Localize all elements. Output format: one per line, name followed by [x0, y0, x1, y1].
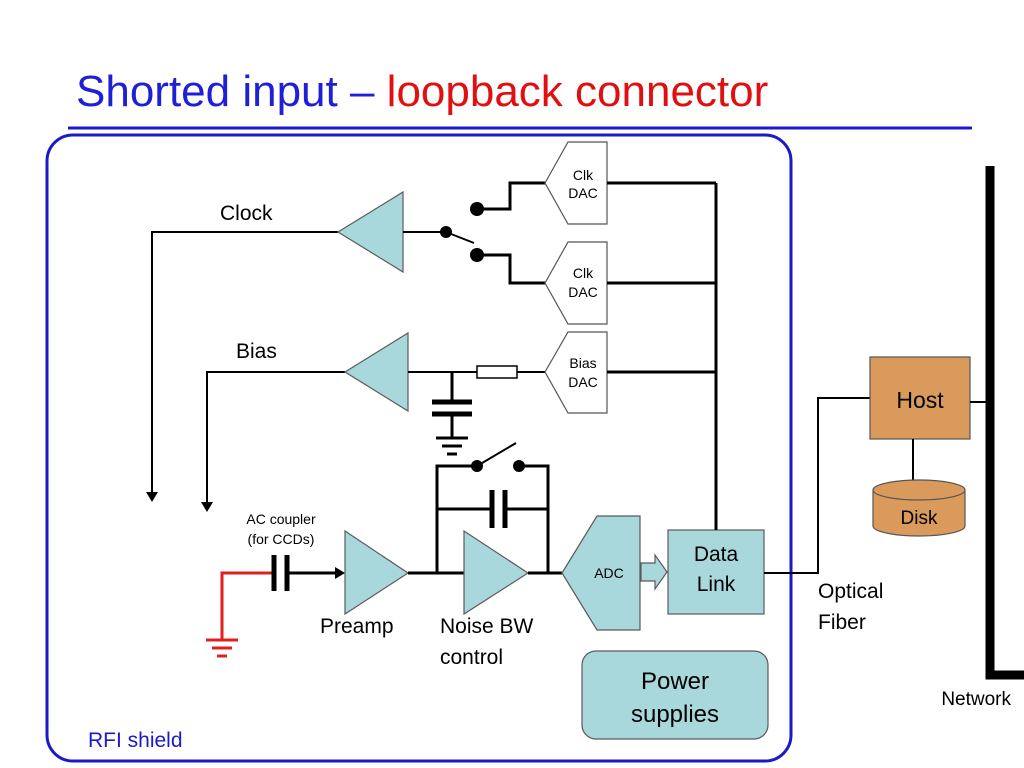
feedback-right-wire: [519, 464, 550, 573]
adc-block: [561, 515, 641, 631]
clock-switch-blade: [445, 231, 475, 244]
power-supplies-block: [581, 650, 769, 740]
data-link-line2: Link: [697, 573, 736, 596]
host-label: Host: [896, 387, 944, 413]
bias-label: Bias: [236, 340, 277, 363]
network-backbone: [985, 166, 1024, 680]
preamp-input-arrow: [335, 567, 345, 579]
clk-dac-2-wire: [477, 253, 545, 285]
adc-label: ADC: [594, 565, 624, 581]
optical-fiber-label-1: Optical: [818, 580, 883, 603]
host-block: [869, 356, 971, 440]
clock-label: Clock: [220, 202, 273, 225]
input-red-wire: [220, 571, 272, 640]
clk-dac-2-line2: DAC: [568, 284, 598, 300]
preamp-amp: [344, 529, 410, 616]
feedback-switch-blade: [476, 442, 517, 467]
preamp-label: Preamp: [320, 615, 394, 638]
clock-driver-amp: [336, 190, 404, 274]
data-link-block: [667, 529, 765, 615]
bias-dac: [544, 331, 608, 414]
page-title: Shorted input – loopback connector: [76, 67, 768, 116]
disk-top: [872, 479, 966, 501]
rfi-shield-outline: [45, 133, 793, 763]
noise-bw-label-2: control: [440, 646, 503, 669]
clk-dac-2: [544, 241, 608, 325]
bias-dac-line2: DAC: [568, 374, 598, 390]
clock-line: [151, 231, 338, 496]
network-label: Network: [941, 689, 1011, 710]
ac-coupler-label-1: AC coupler: [246, 511, 316, 527]
bias-dac-line1: Bias: [569, 355, 596, 371]
bias-resistor: [476, 365, 518, 379]
title-part-red: loopback connector: [387, 67, 769, 116]
rfi-shield-label: RFI shield: [88, 729, 183, 752]
clk-dac-1-wire: [477, 181, 545, 211]
disk-label: Disk: [901, 508, 938, 529]
clk-dac-1: [544, 141, 608, 225]
noise-bw-label-1: Noise BW: [440, 615, 534, 638]
data-link-line1: Data: [694, 543, 739, 566]
clk-dac-1-line2: DAC: [568, 185, 598, 201]
clock-arrow: [146, 492, 158, 502]
bias-arrow: [201, 502, 213, 512]
clk-dac-2-line1: Clk: [573, 265, 594, 281]
bias-line: [206, 371, 345, 506]
noise-bw-amp: [463, 529, 530, 616]
disk-body: [872, 490, 966, 537]
title-part-blue: Shorted input –: [76, 67, 387, 116]
optical-fiber-line: [764, 397, 870, 574]
adc-to-datalink-arrow: [640, 553, 668, 591]
power-supplies-line1: Power: [641, 668, 709, 695]
clk-dac-1-line1: Clk: [573, 167, 594, 183]
ac-coupler-label-2: (for CCDs): [248, 531, 315, 547]
power-supplies-line2: supplies: [631, 701, 719, 728]
optical-fiber-label-2: Fiber: [818, 611, 866, 634]
bias-driver-amp: [343, 331, 409, 413]
